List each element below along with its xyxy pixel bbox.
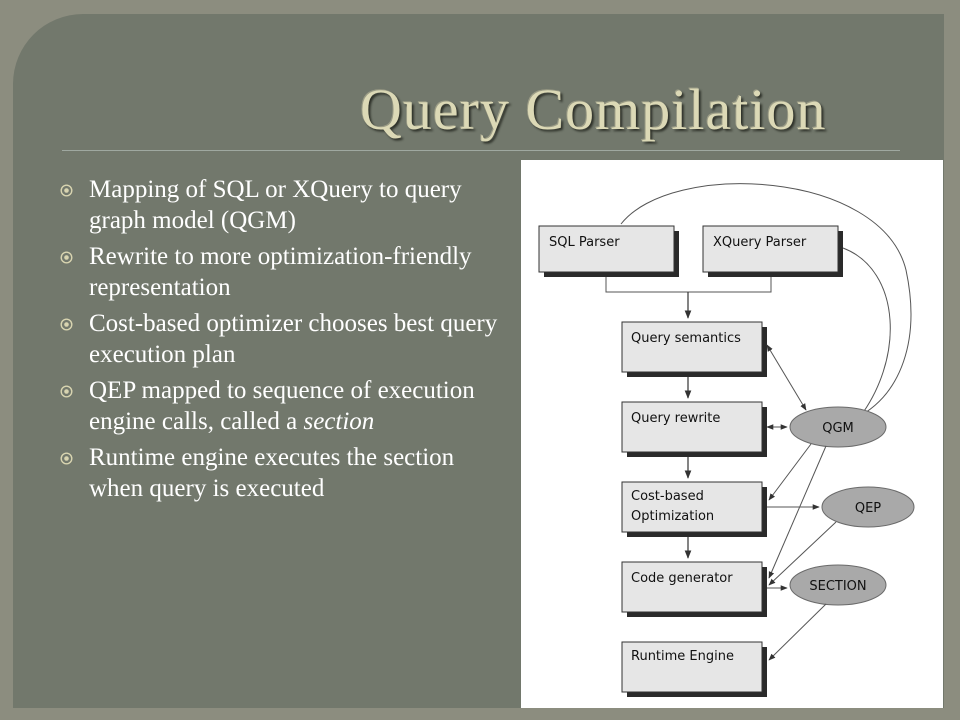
- qep-to-codegen-arrow: [768, 521, 837, 586]
- bullet-text: Cost-based optimizer chooses best query …: [89, 310, 498, 368]
- bullet-emphasis: section: [303, 408, 375, 435]
- bullet-item: Runtime engine executes the section when…: [60, 442, 510, 504]
- sql-parser-box: SQL Parser: [538, 225, 679, 277]
- query-semantics-label: Query semantics: [631, 331, 741, 346]
- cost-based-optimization-box: Cost-based Optimization: [621, 481, 767, 537]
- query-rewrite-box: Query rewrite: [621, 401, 767, 457]
- cost-based-label: Cost-based: [631, 489, 704, 504]
- runtime-engine-box: Runtime Engine: [621, 641, 767, 697]
- slide-title: Query Compilation: [360, 77, 827, 142]
- bullet-item: QEP mapped to sequence of execution engi…: [60, 375, 510, 437]
- qgm-label: QGM: [822, 421, 854, 436]
- bullet-list: Mapping of SQL or XQuery to query graph …: [60, 174, 510, 509]
- optimization-label: Optimization: [631, 509, 714, 524]
- circled-dot-icon: [60, 452, 73, 465]
- xquery-parser-box: XQuery Parser: [702, 225, 843, 277]
- sql-to-qgm-arrow: [620, 183, 912, 419]
- bullet-text: Runtime engine executes the section when…: [89, 444, 455, 502]
- qep-label: QEP: [855, 501, 881, 516]
- section-label: SECTION: [809, 579, 866, 594]
- code-generator-label: Code generator: [631, 571, 733, 586]
- circled-dot-icon: [60, 251, 73, 264]
- qgm-to-cost-arrow: [768, 443, 812, 501]
- semantics-qgm-arrow: [766, 344, 807, 411]
- code-generator-box: Code generator: [621, 561, 767, 617]
- parser-merge-line: [605, 277, 772, 293]
- qep-node: QEP: [821, 486, 915, 528]
- circled-dot-icon: [60, 385, 73, 398]
- query-semantics-box: Query semantics: [621, 321, 767, 377]
- bullet-text: QEP mapped to sequence of execution engi…: [89, 377, 475, 435]
- bullet-item: Mapping of SQL or XQuery to query graph …: [60, 174, 510, 236]
- section-node: SECTION: [789, 564, 887, 606]
- query-rewrite-label: Query rewrite: [631, 411, 720, 426]
- bullet-item: Rewrite to more optimization-friendly re…: [60, 241, 510, 303]
- bullet-item: Cost-based optimizer chooses best query …: [60, 308, 510, 370]
- query-compilation-diagram: SQL Parser XQuery Parser Query semantics…: [538, 183, 915, 697]
- qgm-node: QGM: [789, 406, 887, 448]
- qgm-to-codegen-arrow: [768, 445, 827, 579]
- diagram-panel: SQL Parser XQuery Parser Query semantics…: [521, 160, 943, 708]
- section-to-runtime-arrow: [768, 603, 827, 661]
- bullet-text: Mapping of SQL or XQuery to query graph …: [89, 176, 462, 234]
- xquery-parser-label: XQuery Parser: [713, 235, 807, 250]
- title-divider: [62, 150, 900, 151]
- xquery-to-qgm-arrow: [842, 247, 891, 423]
- sql-parser-label: SQL Parser: [549, 235, 620, 250]
- circled-dot-icon: [60, 318, 73, 331]
- bullet-text: Rewrite to more optimization-friendly re…: [89, 243, 472, 301]
- runtime-engine-label: Runtime Engine: [631, 649, 734, 664]
- circled-dot-icon: [60, 184, 73, 197]
